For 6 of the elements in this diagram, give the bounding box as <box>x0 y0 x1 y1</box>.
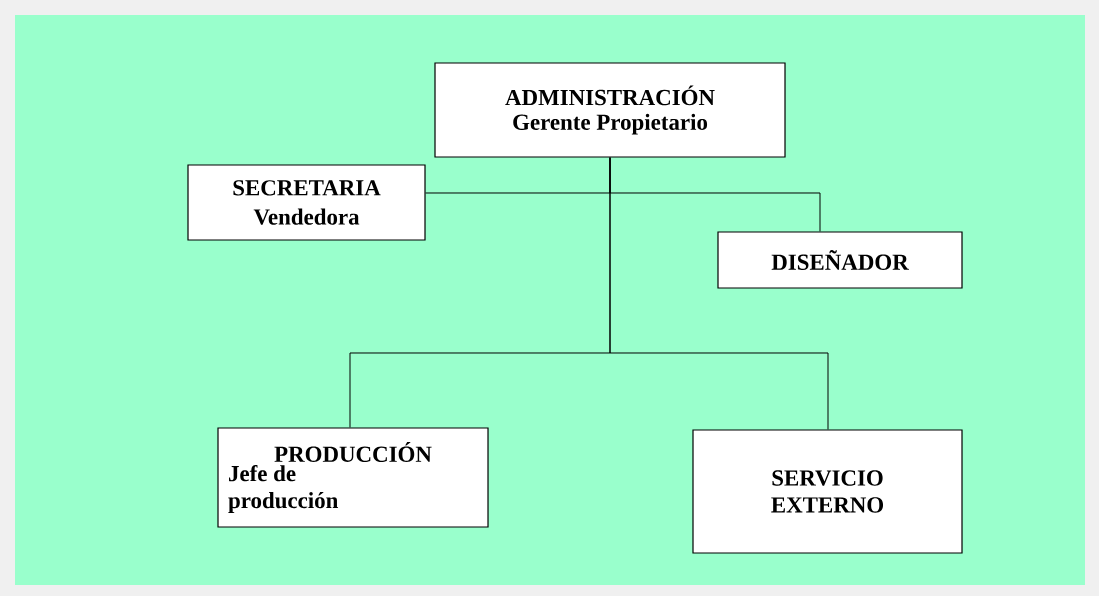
connector-line <box>609 157 829 430</box>
org-box: SERVICIO EXTERNO <box>692 429 963 554</box>
org-box: ADMINISTRACIÓN Gerente Propietario <box>434 62 786 158</box>
org-box: DISEÑADOR <box>717 231 963 289</box>
org-box: PRODUCCIÓN Jefe de producción <box>217 427 489 528</box>
org-box: SECRETARIA Vendedora <box>187 164 426 241</box>
